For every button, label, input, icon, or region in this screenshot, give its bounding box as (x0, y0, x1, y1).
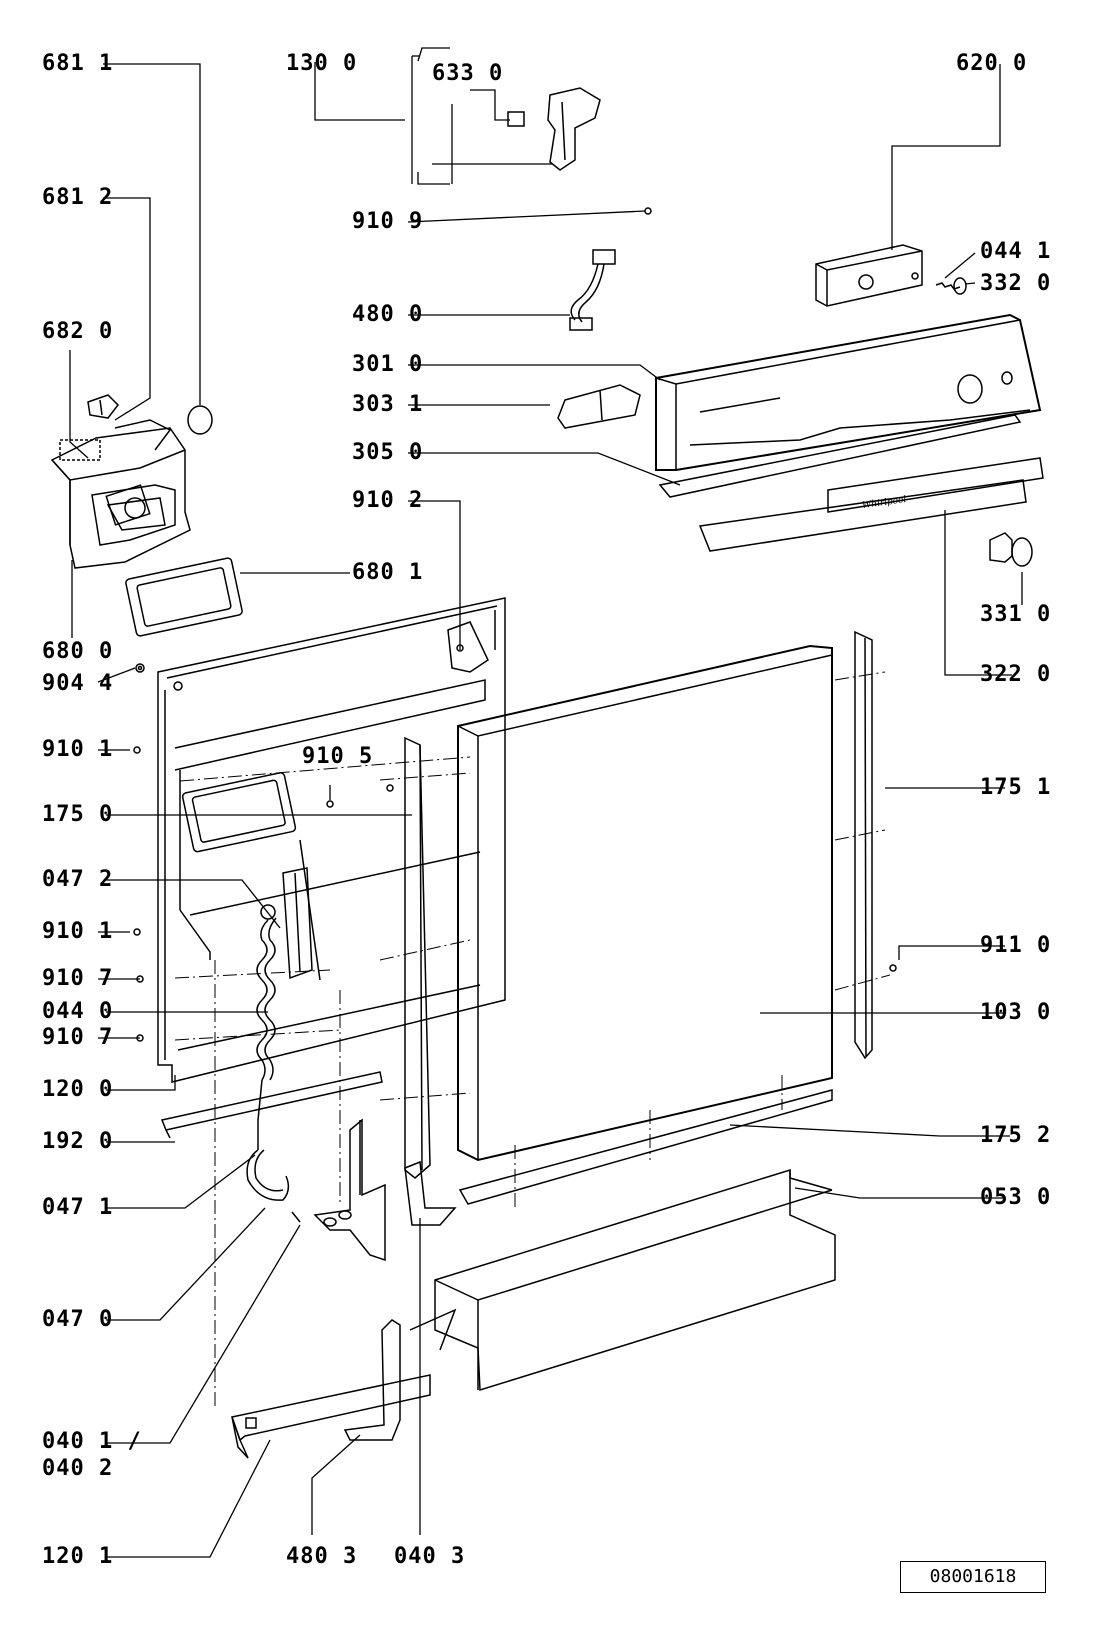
label-480-3: 480 3 (286, 1544, 358, 1569)
leader-lines (69, 47, 1023, 1558)
bottom-strip (160, 1071, 383, 1139)
bracket-910-2 (447, 621, 489, 673)
label-175-0: 175 0 (42, 802, 114, 827)
label-192-0: 192 0 (42, 1129, 114, 1154)
label-910-1-b: 910 1 (42, 919, 114, 944)
label-681-2: 681 2 (42, 185, 114, 210)
label-680-1: 680 1 (352, 560, 424, 585)
cap-681-2 (87, 394, 119, 419)
gasket-680-1 (125, 557, 243, 637)
label-040-2: 040 2 (42, 1456, 114, 1481)
label-681-1: 681 1 (42, 51, 114, 76)
label-331-0: 331 0 (980, 602, 1052, 627)
label-040-3: 040 3 (394, 1544, 466, 1569)
label-053-0: 053 0 (980, 1185, 1052, 1210)
bracket-040-3 (404, 1160, 457, 1226)
fascia-322-0 (827, 457, 1044, 513)
toe-board (409, 1168, 836, 1392)
label-680-0: 680 0 (42, 639, 114, 664)
side-strip-left (404, 736, 431, 1179)
lower-trim (231, 1374, 431, 1459)
label-047-2: 047 2 (42, 867, 114, 892)
fascia-strip (698, 479, 1027, 552)
control-panel (655, 313, 1042, 471)
label-620-0: 620 0 (956, 51, 1028, 76)
screw-910-9 (644, 207, 652, 215)
label-305-0: 305 0 (352, 440, 424, 465)
hinge-bracket (313, 1118, 386, 1262)
label-480-0: 480 0 (352, 302, 424, 327)
drawing-code: 08001618 (900, 1561, 1046, 1593)
screws (133, 663, 897, 1042)
label-911-0: 911 0 (980, 933, 1052, 958)
label-120-1: 120 1 (42, 1544, 114, 1569)
label-047-1: 047 1 (42, 1195, 114, 1220)
wire-harness (569, 249, 616, 331)
hinge-spring (246, 904, 301, 1223)
label-130-0: 130 0 (286, 51, 358, 76)
panel-303-1 (557, 384, 641, 429)
label-303-1: 303 1 (352, 392, 424, 417)
inner-door-panel (157, 597, 506, 1083)
electronic-module (815, 244, 923, 307)
label-910-7-b: 910 7 (42, 1025, 114, 1050)
label-682-0: 682 0 (42, 319, 114, 344)
label-175-1: 175 1 (980, 775, 1052, 800)
label-301-0: 301 0 (352, 352, 424, 377)
label-910-2: 910 2 (352, 488, 424, 513)
door-front-panel (457, 644, 833, 1162)
knob-331-0 (989, 532, 1033, 567)
label-044-1: 044 1 (980, 239, 1052, 264)
label-175-2: 175 2 (980, 1123, 1052, 1148)
label-044-0: 044 0 (42, 999, 114, 1024)
label-047-0: 047 0 (42, 1307, 114, 1332)
kick-strip (458, 1089, 833, 1205)
label-120-0: 120 0 (42, 1077, 114, 1102)
side-strip-right (854, 630, 873, 1060)
strip-305-0 (658, 414, 1022, 498)
door-switch (507, 87, 601, 171)
cap-681-1 (187, 405, 213, 435)
knob-spring (935, 277, 967, 295)
dispenser-assembly (50, 419, 191, 569)
label-103-0: 103 0 (980, 1000, 1052, 1025)
label-040-1: 040 1 / (42, 1429, 142, 1454)
label-633-0: 633 0 (432, 61, 504, 86)
label-910-9: 910 9 (352, 209, 424, 234)
bracket-480-3 (343, 1319, 401, 1441)
label-904-4: 904 4 (42, 671, 114, 696)
label-910-1-a: 910 1 (42, 737, 114, 762)
label-910-7-a: 910 7 (42, 966, 114, 991)
label-322-0: 322 0 (980, 662, 1052, 687)
label-910-5: 910 5 (302, 744, 374, 769)
axis-lines (174, 671, 891, 1410)
label-332-0: 332 0 (980, 271, 1052, 296)
